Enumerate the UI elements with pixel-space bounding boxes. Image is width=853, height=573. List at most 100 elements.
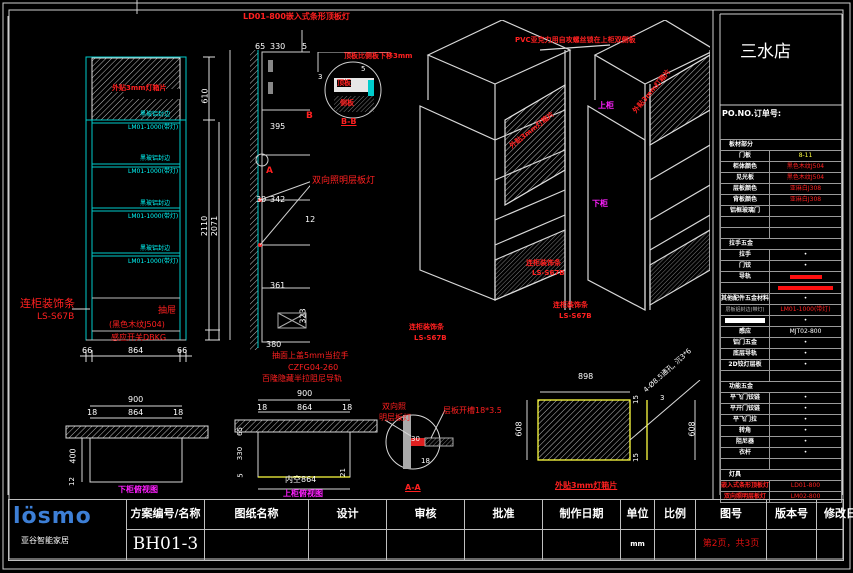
title-block-value: mm: [630, 540, 645, 548]
side-trim-label: 连柜装饰条: [20, 297, 75, 310]
plan-upper-dim-18-right: 18: [342, 403, 353, 412]
plan-upper-dim-21: 21: [338, 468, 347, 477]
materials-value: [769, 205, 842, 217]
materials-value: [769, 282, 842, 294]
title-block-column: 修改日期: [817, 500, 853, 560]
materials-value: [769, 216, 842, 228]
materials-key: [719, 227, 771, 239]
drawer-label: 抽屉: [158, 306, 177, 316]
materials-row: 铝框玻璃门: [719, 205, 842, 217]
title-block-header: 图号: [720, 507, 742, 520]
materials-value: [769, 227, 842, 239]
dim-342: 342: [270, 195, 286, 204]
light-panel-height: 608: [514, 421, 524, 437]
top-light-label: LD01-800嵌入式条形顶板灯: [243, 12, 350, 21]
marker-a-circle: [255, 153, 269, 167]
materials-value: •: [769, 249, 842, 261]
side-trim-code: LS-S67B: [37, 312, 75, 322]
materials-value: MJT02-800: [769, 326, 842, 338]
title-block-header: 制作日期: [559, 507, 604, 520]
title-block-value: BH01-3: [132, 534, 199, 554]
dim-bottom-left: 66: [82, 346, 93, 355]
drawer-note-2: CZFG04-260: [288, 363, 339, 372]
materials-value: LM01-1000(带灯): [769, 304, 842, 316]
shelf-light-label: 双向照明层板灯: [312, 176, 376, 186]
materials-key: [719, 216, 771, 228]
iso-trim-code-1: LS-S67B: [532, 269, 565, 277]
materials-value: 黑色木纹J504: [769, 161, 842, 173]
materials-value: 亚麻白J308: [769, 183, 842, 195]
title-block-column: 单位 mm: [621, 500, 655, 560]
materials-value: •: [769, 293, 842, 305]
detail-b-note: 顶板比侧板下移3mm: [344, 52, 413, 60]
plan-upper-dim-5: 5: [236, 473, 245, 478]
materials-value: LM02-800: [769, 491, 842, 503]
materials-row: 拉手五金: [720, 238, 842, 250]
materials-row: 层板颜色亚麻白J308: [719, 183, 842, 195]
materials-row: 板材部分: [720, 139, 842, 151]
materials-key: 平开门铰链: [719, 403, 771, 415]
materials-value: 黑色木纹J504: [769, 172, 842, 184]
materials-row: 其他配件五金材料•: [719, 293, 842, 305]
section-view: [229, 30, 310, 350]
iso-trim-code-2: LS-S67B: [414, 334, 447, 342]
order-number-label: PO.NO.订单号:: [722, 109, 782, 118]
dim-330: 330: [270, 42, 286, 51]
materials-key: 衣杆: [719, 447, 771, 459]
title-block-column: 审核: [387, 500, 465, 560]
light-panel-detail: [526, 380, 701, 461]
materials-key: 背板颜色: [719, 194, 771, 206]
marker-b: B: [306, 111, 313, 121]
title-block-header: 单位: [626, 507, 649, 520]
materials-row: 层板铝封边(带灯)LM01-1000(带灯): [719, 304, 842, 316]
highlight-bar: [789, 274, 822, 279]
drawer-switch: 感应开关DBKG: [111, 333, 167, 342]
materials-key: 门铰: [719, 260, 771, 272]
materials-key: [719, 370, 771, 382]
plan-lower-title: 下柜俯视图: [118, 485, 158, 494]
materials-row: 底层导轨•: [719, 348, 842, 360]
shelf-light-label: LM01-1000(带灯): [128, 168, 179, 175]
title-block-column: 版本号: [767, 500, 817, 560]
materials-key: 其他配件五金材料: [719, 293, 771, 305]
materials-section-heading: 拉手五金: [720, 238, 842, 250]
dim-30: 30: [256, 195, 267, 204]
materials-row: 平开门铰链•: [719, 403, 842, 415]
lower-cabinet-label: 下柜: [592, 199, 608, 208]
plan-lower-dim-18-right: 18: [173, 408, 184, 417]
detail-a-groove-label: 层板开槽18*3.5: [443, 406, 502, 415]
materials-key: 拉手: [719, 249, 771, 261]
materials-key: 双向照明层板灯: [719, 491, 771, 503]
materials-key: 嵌入式条形顶板灯: [719, 480, 771, 492]
title-block-column: 比例: [655, 500, 696, 560]
plan-lower-dim-864: 864: [128, 408, 144, 417]
plan-upper-dim-65: 65: [235, 427, 244, 436]
materials-row: 转角•: [719, 425, 842, 437]
dim-395: 395: [270, 122, 286, 131]
plan-upper-dim-18-left: 18: [257, 403, 268, 412]
materials-value: •: [769, 260, 842, 272]
detail-a-light-label-2: 明层板灯: [379, 413, 411, 422]
materials-key: 铝门五金: [719, 337, 771, 349]
plan-lower-dim-12: 12: [67, 477, 76, 486]
isometric-views: [419, 20, 710, 311]
detail-a-light-label-1: 双向照: [382, 402, 406, 411]
materials-row: [719, 458, 842, 470]
plan-lower-dim-18-left: 18: [87, 408, 98, 417]
materials-value: [769, 458, 842, 470]
detail-b-dim-5: 5: [361, 65, 366, 73]
plan-views: [65, 399, 378, 490]
materials-key: 转角: [719, 425, 771, 437]
materials-row: 导轨: [719, 271, 842, 283]
title-block-header: 版本号: [775, 507, 808, 520]
shelf-light-label: LM01-1000(带灯): [128, 258, 179, 265]
materials-row: [719, 216, 842, 228]
title-block-header: 批准: [492, 507, 515, 520]
materials-value: [769, 271, 842, 283]
materials-key: 见光板: [719, 172, 771, 184]
dim-323: 323: [298, 308, 308, 324]
materials-row: [719, 227, 842, 239]
light-panel-thickness: 3: [660, 394, 665, 402]
materials-row: 柜体颜色黑色木纹J504: [719, 161, 842, 173]
